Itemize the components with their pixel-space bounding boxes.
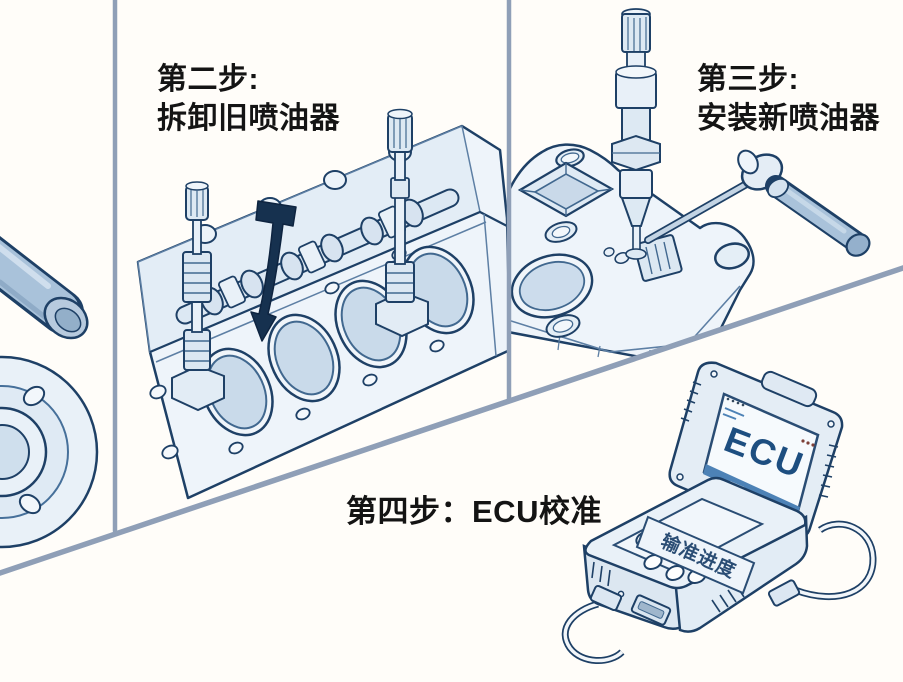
divider-diagonal — [0, 265, 903, 576]
step3-line1: 第三步: — [697, 63, 799, 96]
new-injector — [611, 8, 661, 260]
diagnostic-device: ECU — [561, 361, 877, 665]
wrench-icon — [644, 149, 871, 257]
right-plug — [767, 579, 801, 607]
panel-step1 — [0, 236, 99, 549]
left-plug — [589, 584, 623, 612]
engine-cylinder-head — [136, 108, 507, 500]
step3-line2: 安装新喷油器 — [697, 102, 880, 135]
step2-title: 第二步: 拆卸旧喷油器 — [157, 60, 340, 138]
panel-step3 — [511, 8, 871, 359]
usb-port — [630, 594, 672, 626]
step2-line1: 第二步: — [157, 63, 259, 96]
intake-port — [517, 161, 615, 218]
left-cable — [561, 600, 625, 665]
flange-part — [0, 355, 99, 549]
bolt-holes — [149, 247, 445, 460]
screen-status-dots — [801, 439, 815, 447]
step4-text: 第四步：ECU校准 — [346, 494, 602, 529]
screen-menu-lines — [722, 407, 745, 420]
panel-step4: ECU — [561, 361, 877, 665]
screwdriver-icon — [0, 236, 89, 340]
panel-dividers — [0, 0, 903, 576]
old-injector-left — [171, 181, 225, 412]
step2-line2: 拆卸旧喷油器 — [157, 102, 340, 135]
base-ribs — [591, 561, 745, 613]
panel-step2 — [136, 108, 507, 500]
removal-arrow-icon — [250, 200, 297, 342]
step4-title: 第四步：ECU校准 — [346, 494, 602, 530]
old-injector-right — [375, 108, 429, 338]
lid-ribs — [680, 381, 839, 498]
label-plate — [635, 515, 756, 595]
step3-title: 第三步: 安装新喷油器 — [697, 60, 880, 138]
engine-block-top — [511, 143, 755, 359]
device-base: 输准进度 — [582, 476, 809, 633]
right-cable — [793, 520, 877, 601]
screen-header-dots — [726, 397, 745, 407]
